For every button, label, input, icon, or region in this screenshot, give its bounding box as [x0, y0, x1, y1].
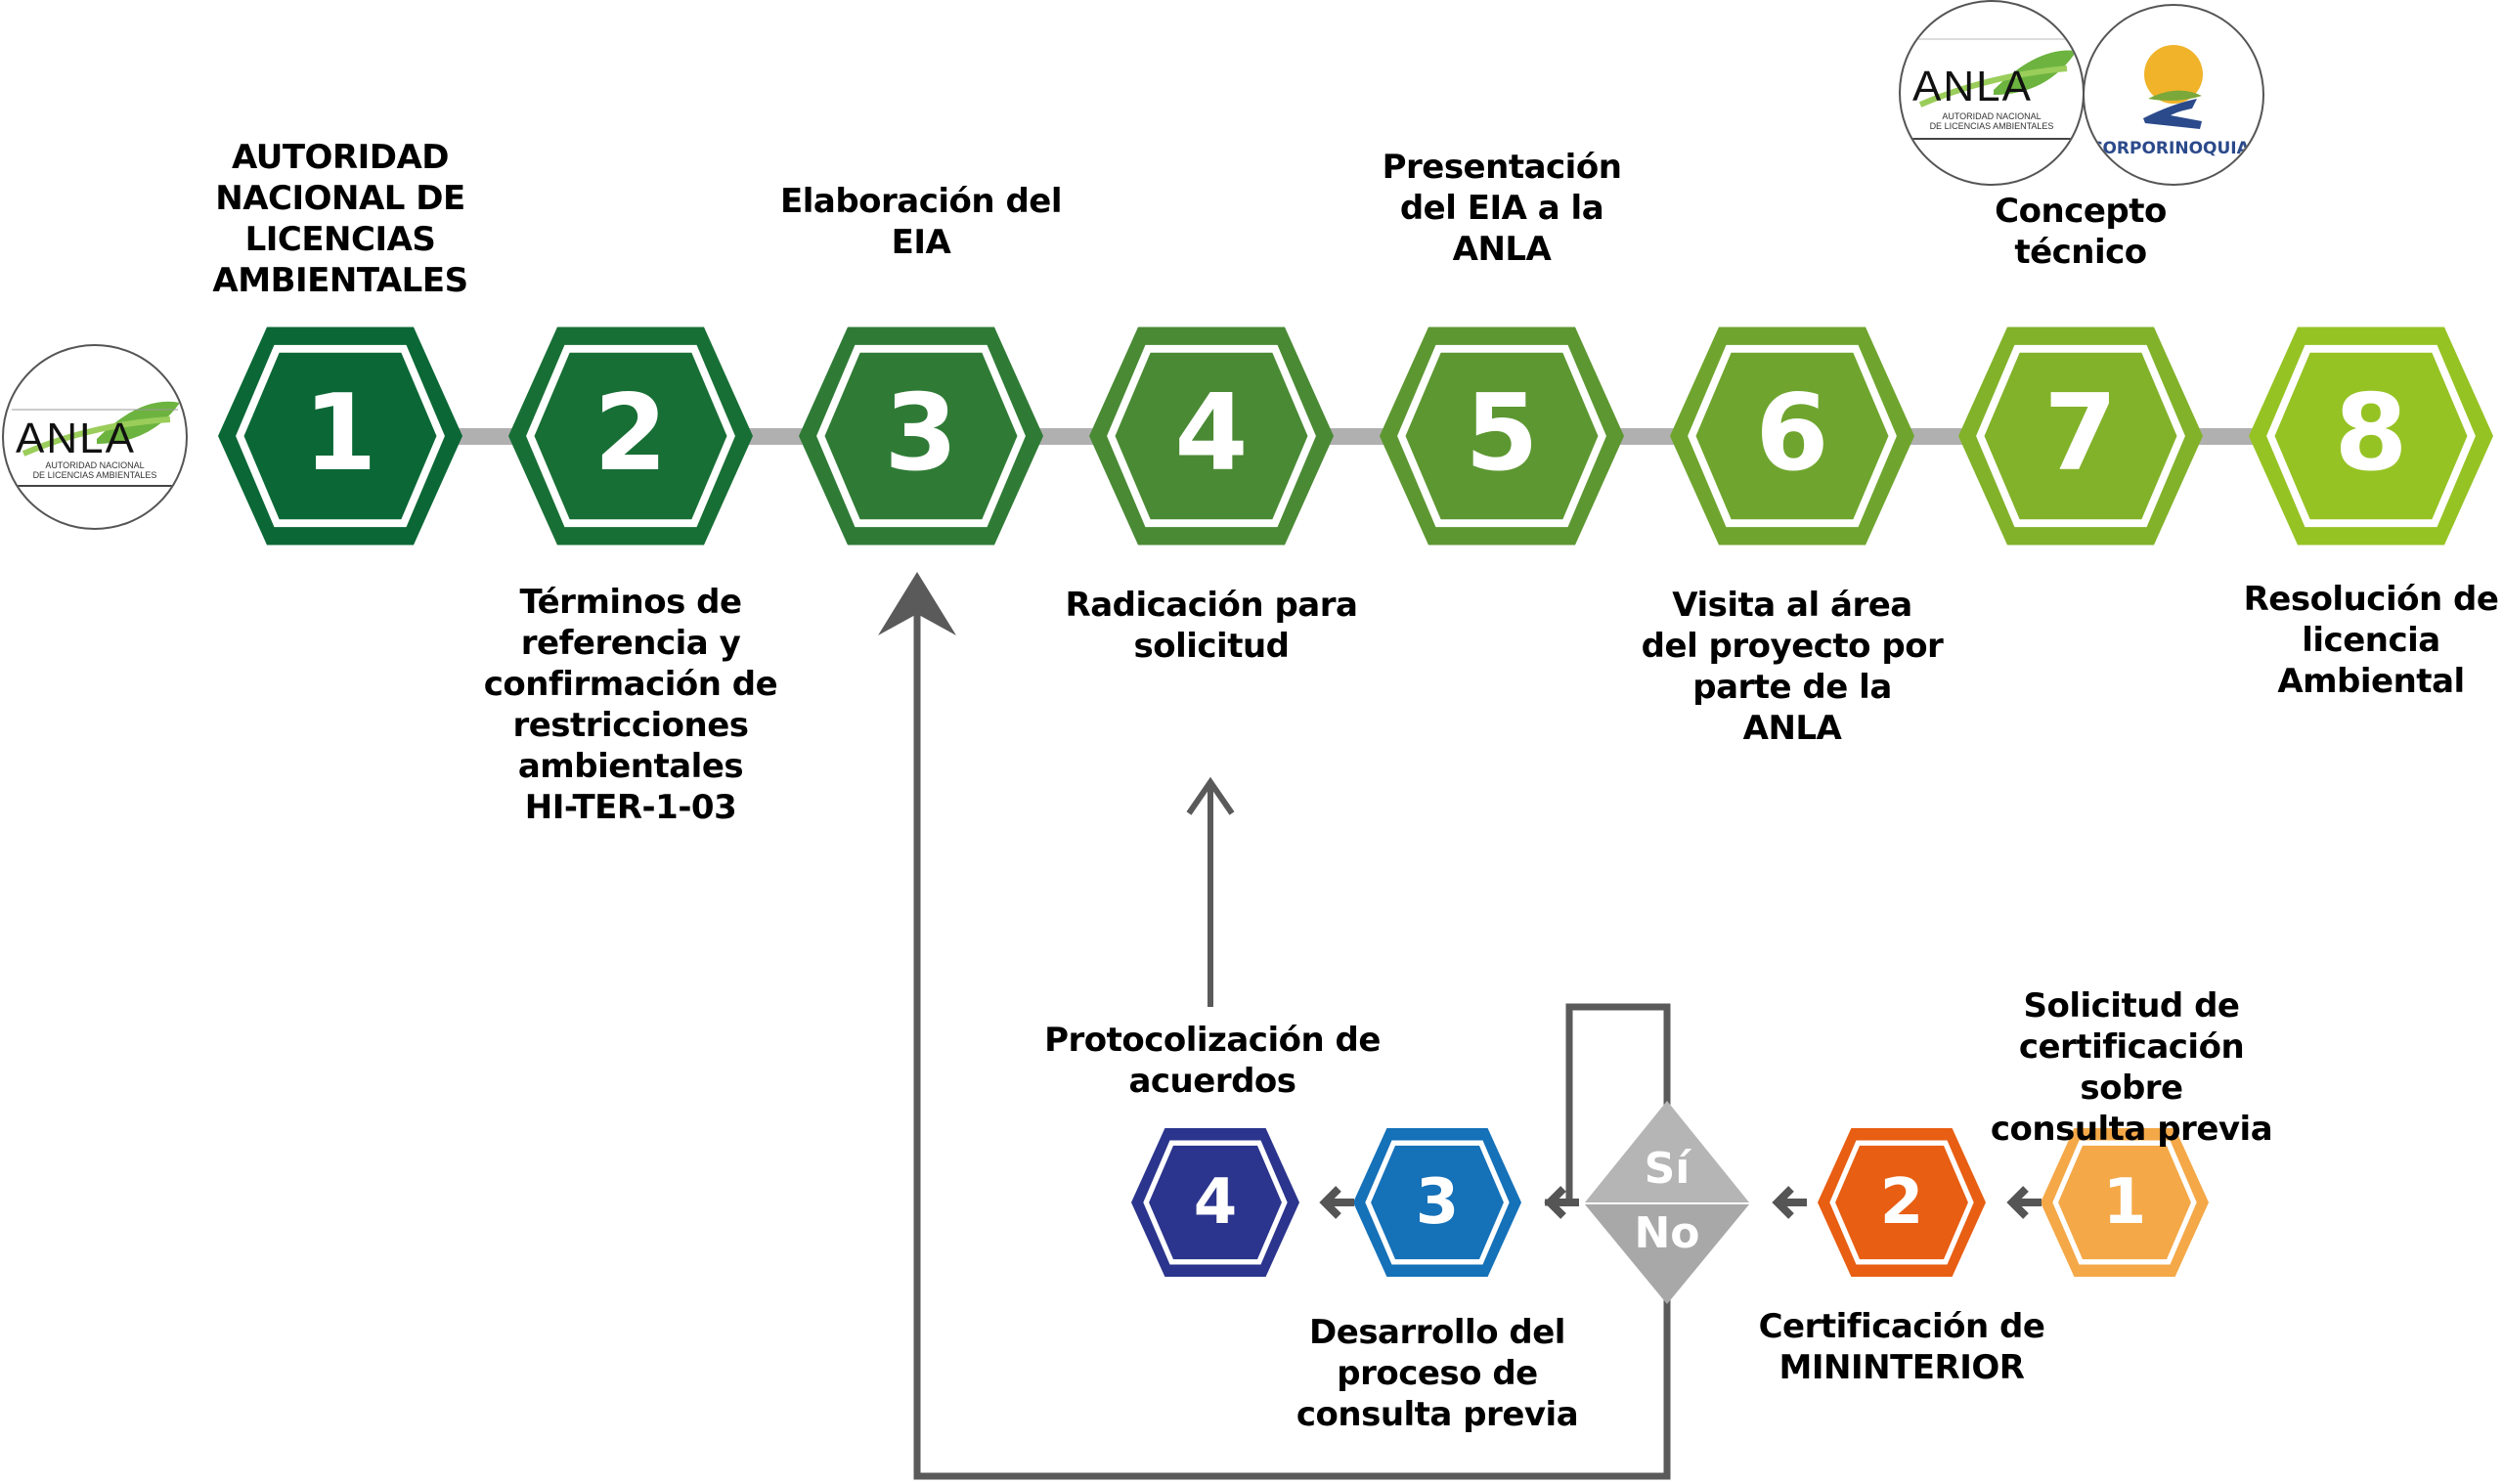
left-arrow-icon	[1772, 1186, 1794, 1219]
left-arrow-icon	[1319, 1186, 1341, 1219]
main-step-3-hexagon	[799, 327, 1043, 546]
main-step-1-hexagon	[218, 327, 462, 546]
consulta-step-number: 3	[1415, 1166, 1460, 1239]
corporinoquia-logo: CORPORINOQUIA	[2083, 4, 2264, 186]
decision-diamond-yes-half	[1585, 1101, 1749, 1202]
consulta-step-2-hexagon-inner-ring	[1829, 1140, 1974, 1265]
consulta-step-label: Solicitud de certificación sobre consult…	[1990, 986, 2273, 1149]
main-step-4-hexagon	[1089, 327, 1334, 546]
protocol-up-arrowhead-icon	[1186, 776, 1235, 815]
main-step-number: 3	[884, 372, 958, 495]
main-step-5-hexagon-inner-ring	[1397, 344, 1606, 528]
main-step-6-hexagon	[1670, 327, 1914, 546]
consulta-step-1-hexagon-inner-ring	[2052, 1140, 2197, 1265]
consulta-step-number: 4	[1193, 1166, 1238, 1239]
main-step-8-hexagon	[2249, 327, 2493, 546]
leaf-icon	[12, 401, 180, 487]
consulta-step-label: Certificación de MININTERIOR	[1758, 1307, 2045, 1387]
main-step-2-hexagon-shape	[508, 327, 753, 546]
main-step-1-hexagon-inner-ring	[236, 344, 445, 528]
main-step-7-hexagon-inner-ring	[1976, 344, 2185, 528]
main-step-label: Visita al área del proyecto por parte de…	[1641, 586, 1944, 748]
loop-back-arrowhead-icon	[878, 572, 956, 635]
decision-diamond-no-half	[1585, 1204, 1749, 1304]
consulta-step-1-hexagon	[2041, 1128, 2209, 1277]
main-step-4-hexagon-shape	[1089, 327, 1334, 546]
corporinoquia-logo-word: CORPORINOQUIA	[2090, 139, 2250, 158]
main-step-7-hexagon-shape	[1958, 327, 2203, 546]
decision-yes-label: Sí	[1644, 1144, 1691, 1194]
loop-back-arrow	[913, 606, 1671, 1480]
anla-logo-word: ANLA	[16, 415, 136, 462]
main-step-number: 2	[593, 372, 668, 495]
main-step-number: 1	[303, 372, 377, 495]
main-step-1-hexagon-shape	[218, 327, 462, 546]
main-step-6-hexagon-shape	[1670, 327, 1914, 546]
main-step-number: 8	[2334, 372, 2408, 495]
main-step-number: 7	[2043, 372, 2118, 495]
main-step-7-hexagon	[1958, 327, 2203, 546]
main-step-5-hexagon-shape	[1380, 327, 1624, 546]
consulta-step-2-hexagon	[1818, 1128, 1986, 1277]
main-step-2-hexagon-inner-ring	[526, 344, 735, 528]
anla-logo-left: ANLA AUTORIDAD NACIONAL DE LICENCIAS AMB…	[2, 344, 188, 530]
main-step-3-hexagon-inner-ring	[816, 344, 1026, 528]
main-step-label: Elaboración del EIA	[780, 182, 1063, 262]
anla-logo-subtitle: AUTORIDAD NACIONAL DE LICENCIAS AMBIENTA…	[32, 460, 157, 480]
main-step-5-hexagon	[1380, 327, 1624, 546]
main-step-4-hexagon-inner-ring	[1107, 344, 1316, 528]
anla-logo-subtitle: AUTORIDAD NACIONAL DE LICENCIAS AMBIENTA…	[1929, 111, 2054, 131]
consulta-step-label: Desarrollo del proceso de consulta previ…	[1295, 1313, 1579, 1434]
consulta-step-number: 1	[2102, 1166, 2147, 1239]
left-arrow-icon	[1544, 1186, 1566, 1219]
main-step-6-hexagon-inner-ring	[1688, 344, 1897, 528]
main-step-number: 5	[1465, 372, 1539, 495]
main-step-2-hexagon	[508, 327, 753, 546]
consulta-step-number: 2	[1879, 1166, 1924, 1239]
main-step-8-hexagon-inner-ring	[2266, 344, 2476, 528]
main-step-8-hexagon-shape	[2249, 327, 2493, 546]
consulta-step-4-hexagon-shape	[1131, 1128, 1299, 1277]
main-step-label: Resolución de licencia Ambiental	[2243, 580, 2499, 701]
consulta-step-4-hexagon	[1131, 1128, 1299, 1277]
tree-river-icon	[2143, 45, 2203, 129]
anla-logo-word: ANLA	[1912, 63, 2033, 110]
anla-logo-top: ANLA AUTORIDAD NACIONAL DE LICENCIAS AMB…	[1899, 0, 2085, 186]
leaf-icon	[1909, 38, 2077, 140]
consulta-step-3-hexagon	[1353, 1128, 1521, 1277]
consulta-step-label: Protocolización de acuerdos	[1044, 1021, 1381, 1101]
main-step-3-hexagon-shape	[799, 327, 1043, 546]
decision-no-label: No	[1634, 1208, 1700, 1258]
main-step-label: Radicación para solicitud	[1065, 586, 1358, 666]
consulta-step-3-hexagon-inner-ring	[1365, 1140, 1510, 1265]
consulta-step-3-hexagon-shape	[1353, 1128, 1521, 1277]
consulta-step-4-hexagon-inner-ring	[1143, 1140, 1288, 1265]
main-step-label: Presentación del EIA a la ANLA	[1382, 148, 1622, 269]
main-step-label: AUTORIDAD NACIONAL DE LICENCIAS AMBIENTA…	[212, 138, 468, 300]
main-step-number: 4	[1174, 372, 1249, 495]
main-step-number: 6	[1755, 372, 1829, 495]
consulta-step-1-hexagon-shape	[2041, 1128, 2209, 1277]
main-step-label: Términos de referencia y confirmación de…	[483, 583, 778, 827]
consulta-step-2-hexagon-shape	[1818, 1128, 1986, 1277]
left-arrow-icon	[2006, 1186, 2029, 1219]
main-step-label: Concepto técnico	[1995, 192, 2167, 272]
